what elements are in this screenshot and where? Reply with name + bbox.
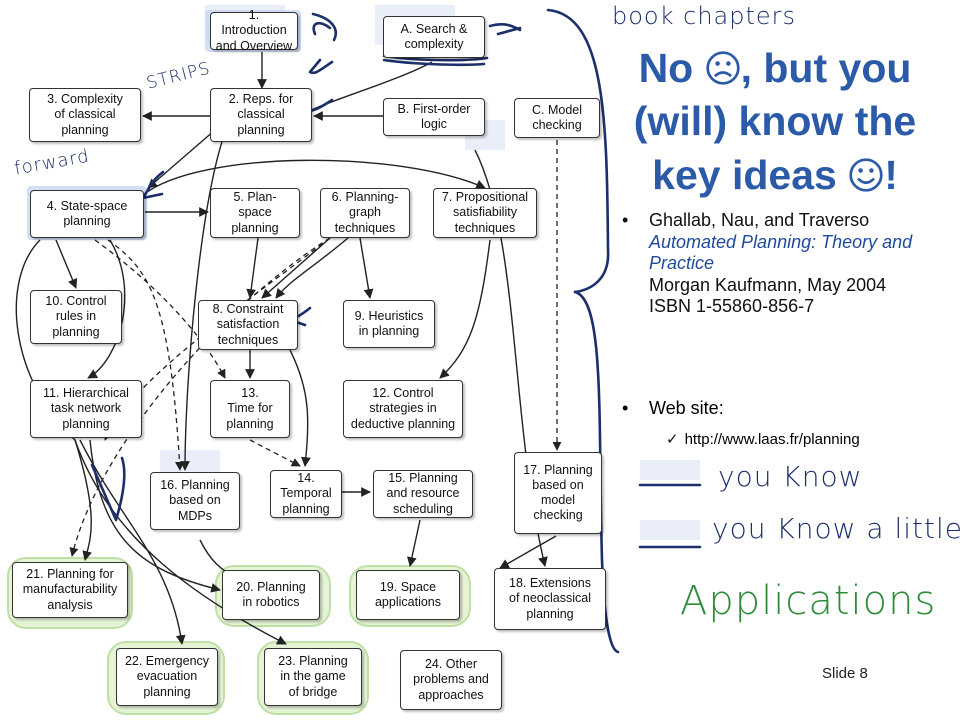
bullet-icon: •: [622, 210, 629, 230]
handwriting-you-know: you Know: [718, 460, 863, 493]
book-reference: • Ghallab, Nau, and Traverso Automated P…: [622, 210, 952, 318]
node-16-mdps: 16. Planning based on MDPs: [150, 472, 240, 530]
web-site-url-row: ✓ http://www.laas.fr/planning: [666, 430, 860, 448]
handwriting-book-chapters: book chapters: [612, 2, 797, 30]
node-8-constraint-satisfaction: 8. Constraint satisfaction techniques: [198, 300, 298, 350]
node-4-state-space: 4. State-space planning: [30, 190, 144, 238]
checkmark-icon: ✓: [666, 431, 679, 448]
node-b-first-order-logic: B. First-order logic: [383, 98, 485, 136]
node-12-control-strategies: 12. Control strategies in deductive plan…: [343, 380, 463, 438]
node-24-other: 24. Other problems and approaches: [400, 650, 502, 710]
reference-isbn: ISBN 1-55860-856-7: [649, 296, 815, 317]
bullet-icon: •: [622, 398, 629, 418]
node-19-space-applications: 19. Space applications: [356, 570, 460, 620]
node-11-htn: 11. Hierarchical task network planning: [30, 380, 142, 438]
node-7-propositional-sat: 7. Propositional satisfiability techniqu…: [433, 188, 537, 238]
node-1-introduction: 1. Introduction and Overview: [210, 8, 298, 53]
node-13-time-for-planning: 13. Time for planning: [210, 380, 290, 438]
node-22-emergency-evacuation: 22. Emergency evacuation planning: [116, 648, 218, 706]
handwriting-you-know-a-little: you Know a little: [712, 512, 960, 545]
node-15-resource-scheduling: 15. Planning and resource scheduling: [373, 470, 473, 518]
node-5-plan-space: 5. Plan- space planning: [210, 188, 300, 238]
reference-book-title: Automated Planning: Theory and Practice: [649, 231, 913, 274]
node-a-search-complexity: A. Search & complexity: [383, 16, 485, 58]
web-site-label: Web site:: [649, 398, 724, 418]
reference-publisher: Morgan Kaufmann, May 2004: [649, 274, 887, 295]
node-6-planning-graph: 6. Planning- graph techniques: [320, 188, 410, 238]
node-14-temporal-planning: 14. Temporal planning: [270, 470, 342, 518]
node-21-manufacturability: 21. Planning for manufacturability analy…: [12, 562, 128, 618]
node-18-neoclassical: 18. Extensions of neoclassical planning: [494, 568, 606, 630]
node-20-robotics: 20. Planning in robotics: [222, 570, 320, 620]
reference-authors: Ghallab, Nau, and Traverso: [649, 210, 870, 230]
smiley-face-icon: [849, 157, 883, 192]
frown-face-icon: [705, 51, 740, 85]
node-10-control-rules: 10. Control rules in planning: [30, 290, 122, 344]
node-23-bridge: 23. Planning in the game of bridge: [264, 648, 362, 706]
node-2-reps: 2. Reps. for classical planning: [210, 88, 312, 142]
node-17-model-checking: 17. Planning based on model checking: [514, 452, 602, 534]
slide-title: No , but you (will) know the key ideas !: [633, 45, 917, 198]
edges-dashed: [69, 140, 562, 557]
node-c-model-checking: C. Model checking: [514, 98, 600, 138]
node-9-heuristics: 9. Heuristics in planning: [343, 300, 435, 348]
web-site-url[interactable]: http://www.laas.fr/planning: [684, 431, 860, 448]
slide-number: Slide 8: [822, 665, 868, 682]
node-3-complexity: 3. Complexity of classical planning: [29, 88, 141, 142]
handwriting-applications: Applications: [680, 578, 937, 624]
web-site-bullet: • Web site:: [622, 398, 724, 419]
